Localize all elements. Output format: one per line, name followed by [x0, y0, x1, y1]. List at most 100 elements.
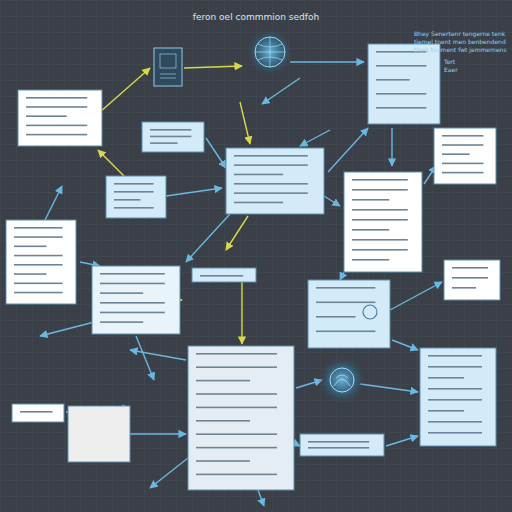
content-box	[444, 260, 500, 300]
text-bar	[14, 273, 46, 275]
document-icon	[154, 48, 182, 86]
text-bar	[196, 460, 250, 462]
text-bar	[428, 410, 464, 412]
arrow-line	[186, 214, 230, 262]
text-bar	[26, 106, 87, 108]
text-bar	[14, 255, 63, 257]
text-bar	[352, 189, 408, 191]
content-box	[308, 280, 390, 348]
content-box	[12, 404, 64, 422]
arrow-line	[240, 102, 250, 144]
text-bar	[114, 183, 154, 185]
arrow-line	[100, 68, 150, 112]
text-bar	[452, 287, 476, 289]
arrow-line	[392, 340, 418, 350]
arrow-line	[328, 128, 368, 172]
text-bar	[428, 377, 464, 379]
note-label: Tert	[444, 58, 455, 65]
note-label: Eaer	[444, 66, 458, 73]
content-box	[226, 148, 324, 214]
text-bar	[234, 183, 308, 185]
arrow-line	[386, 436, 418, 446]
text-bar	[376, 65, 426, 67]
arrow-line	[290, 61, 364, 62]
document-figure	[160, 54, 176, 68]
text-bar	[150, 136, 191, 138]
text-bar	[100, 312, 165, 314]
arrow-line	[360, 384, 418, 392]
text-bar	[200, 275, 243, 277]
boxes	[6, 44, 500, 490]
text-bar	[26, 125, 87, 127]
text-bar	[14, 227, 63, 229]
text-bar	[428, 432, 482, 434]
note-label: Bhey Senertenr tengerne tenk	[414, 30, 505, 37]
arrow-line	[226, 216, 248, 250]
text-bar	[150, 142, 178, 144]
text-bar	[428, 399, 482, 401]
content-box	[18, 90, 102, 146]
text-bar	[100, 302, 165, 304]
document-lines	[160, 74, 176, 78]
diagram-title: feron oel commmion sedfoh	[0, 12, 512, 22]
content-box	[142, 122, 204, 152]
arrow-line	[340, 272, 344, 280]
text-bar	[100, 321, 143, 323]
text-bar	[114, 191, 154, 193]
text-bar	[452, 277, 488, 279]
text-bar	[196, 474, 277, 476]
arrow-line	[184, 66, 242, 68]
arrow-line	[166, 188, 222, 196]
globe-icon	[255, 37, 285, 67]
text-bar	[376, 93, 426, 95]
arrow-line	[130, 350, 186, 360]
text-bar	[442, 153, 470, 155]
text-bar	[428, 366, 482, 368]
text-bar	[196, 366, 277, 368]
arrow-line	[258, 490, 264, 506]
text-bar	[442, 163, 483, 165]
text-bar	[26, 134, 87, 136]
text-bar	[352, 229, 389, 231]
text-bar	[234, 192, 308, 194]
content-box	[106, 176, 166, 218]
text-bar	[26, 97, 87, 99]
text-bar	[352, 179, 408, 181]
content-box	[420, 348, 496, 446]
content-box	[92, 266, 180, 334]
text-bar	[20, 411, 52, 413]
text-bar	[26, 115, 67, 117]
brain-icon	[330, 368, 354, 392]
globe-glow	[246, 28, 294, 76]
text-bar	[316, 316, 356, 318]
arrow-line	[98, 150, 124, 176]
text-bar	[352, 249, 408, 251]
text-bar	[316, 302, 375, 304]
text-bar	[114, 207, 154, 209]
arrow-line	[206, 138, 226, 168]
text-bar	[14, 236, 63, 238]
note-label: thert tnument fwt jemmemens	[414, 46, 507, 53]
text-bar	[196, 420, 250, 422]
text-bar	[442, 135, 483, 137]
content-box	[192, 268, 256, 282]
text-bar	[114, 199, 140, 201]
text-bar	[100, 283, 165, 285]
note-label: tiemel tnent men benbendend	[414, 38, 506, 45]
text-bar	[352, 259, 389, 261]
arrow-line	[241, 282, 242, 344]
text-bar	[352, 239, 408, 241]
arrow-line	[391, 128, 392, 166]
arrow-line	[262, 78, 300, 104]
text-bar	[14, 292, 63, 294]
text-bar	[308, 447, 369, 449]
text-bar	[196, 393, 277, 395]
content-box	[68, 406, 130, 462]
text-bar	[428, 355, 482, 357]
arrow-line	[44, 186, 62, 222]
text-bar	[234, 202, 283, 204]
text-bar	[452, 267, 488, 269]
arrow-line	[130, 433, 186, 434]
arrow-line	[136, 336, 154, 380]
